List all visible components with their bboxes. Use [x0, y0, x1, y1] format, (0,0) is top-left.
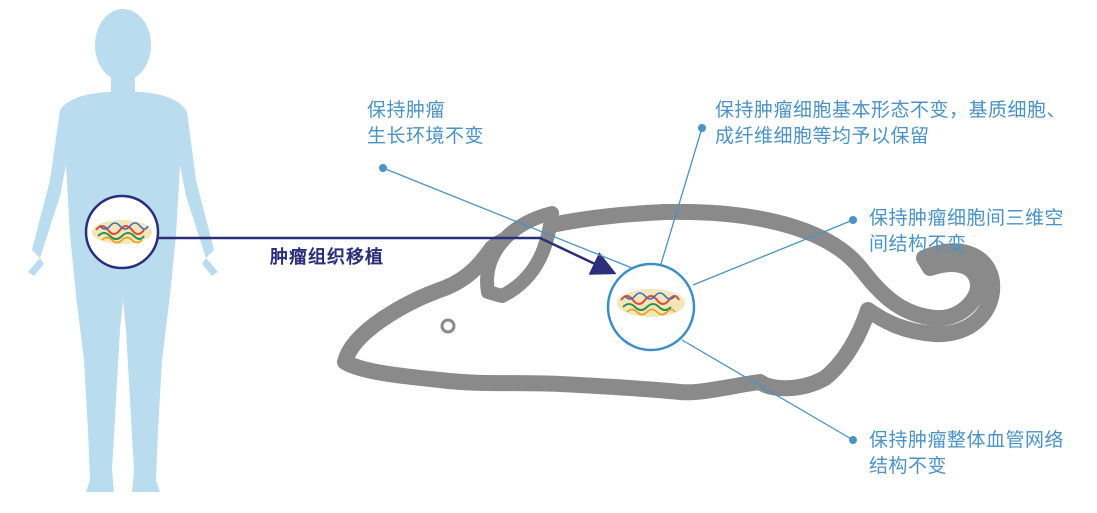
human-body-silhouette [28, 9, 218, 492]
annotation-line: 生长环境不变 [367, 125, 485, 147]
tumor-tissue-icon [92, 220, 152, 244]
annotation-line: 间结构不变 [869, 233, 967, 255]
transplant-arrow [158, 236, 617, 275]
tumor-tissue-icon [617, 289, 685, 317]
annotation-vascular: 保持肿瘤整体血管网络 结构不变 [869, 427, 1064, 479]
leader-dots [379, 124, 857, 444]
annotation-line: 结构不变 [869, 455, 948, 477]
mouse-eye-icon [440, 318, 456, 334]
annotation-environment: 保持肿瘤 生长环境不变 [367, 97, 484, 149]
annotation-line: 保持肿瘤 [367, 99, 446, 121]
annotation-spatial: 保持肿瘤细胞间三维空 间结构不变 [869, 205, 1064, 257]
annotation-line: 成纤维细胞等均予以保留 [715, 125, 930, 147]
annotation-line: 保持肿瘤整体血管网络 [869, 429, 1065, 451]
annotation-line: 保持肿瘤细胞间三维空 [869, 207, 1065, 229]
mouse-tumor-callout [606, 262, 696, 352]
human-tumor-callout [84, 194, 160, 270]
transplant-label: 肿瘤组织移植 [270, 247, 384, 268]
annotation-line: 保持肿瘤细胞基本形态不变，基质细胞、 [715, 99, 1067, 121]
leader-lines [382, 127, 854, 441]
annotation-morphology: 保持肿瘤细胞基本形态不变，基质细胞、 成纤维细胞等均予以保留 [715, 97, 1066, 149]
